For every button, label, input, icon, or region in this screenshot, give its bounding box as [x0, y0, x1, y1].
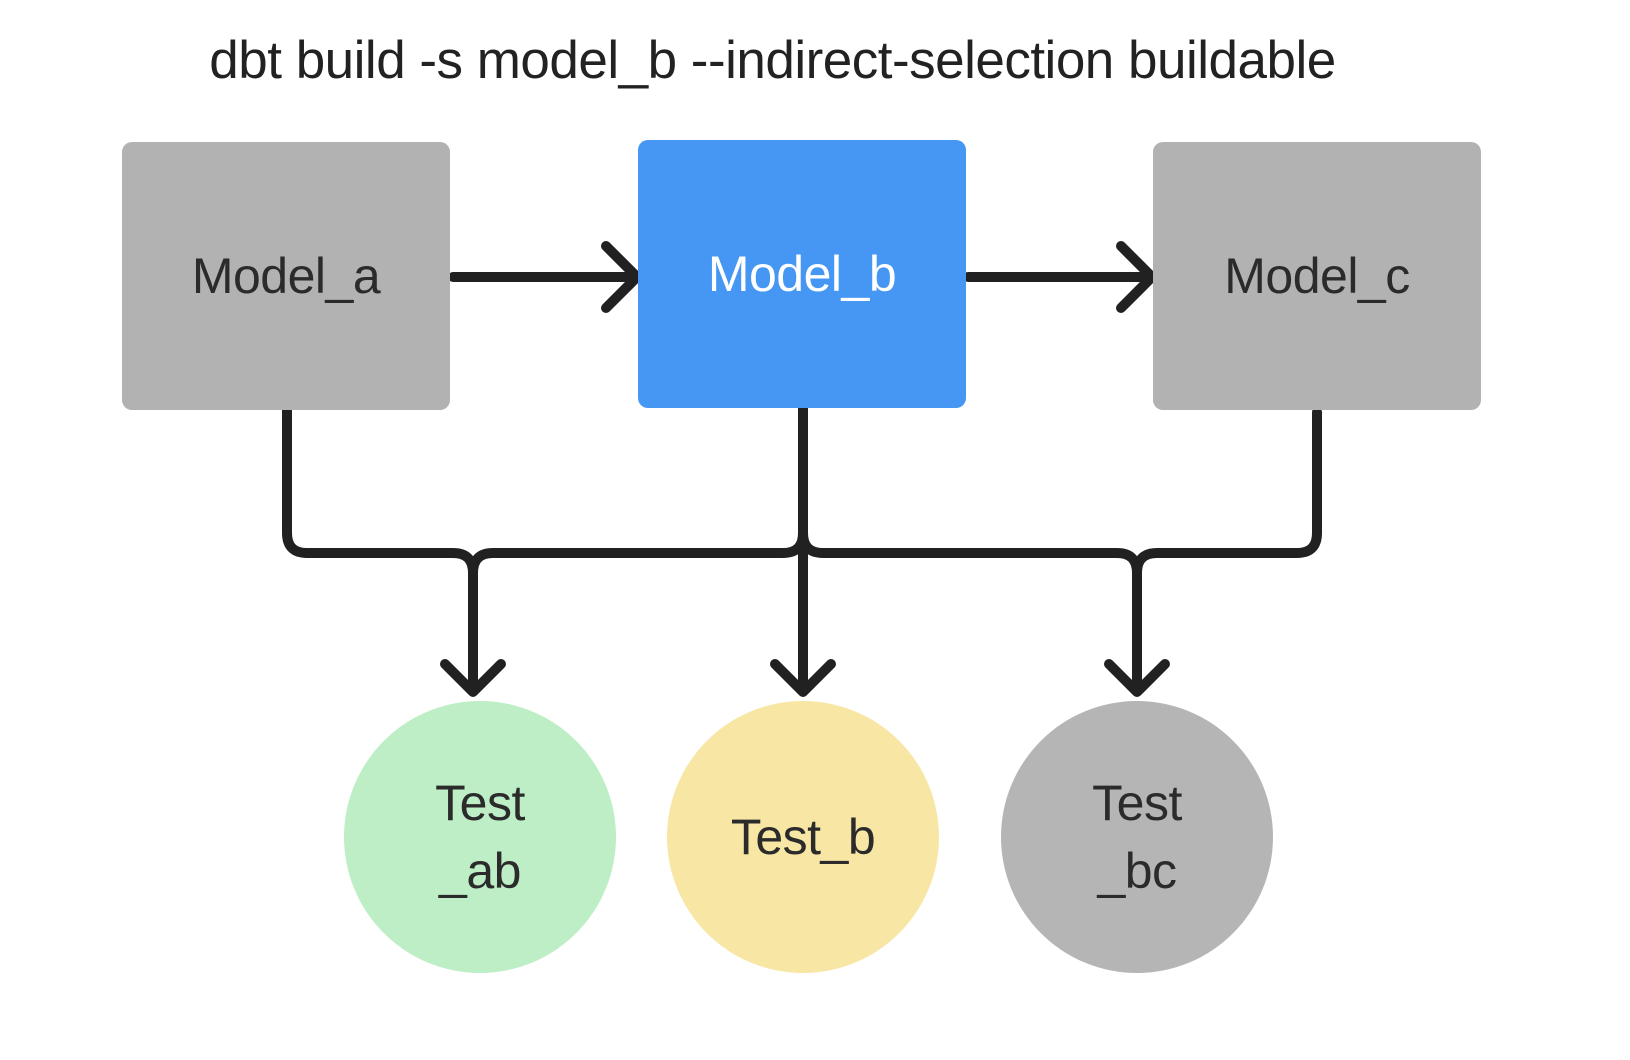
- node-model-b-selected: Model_b: [638, 140, 966, 408]
- arrowhead-test-ab: [440, 659, 506, 697]
- node-model-c-label: Model_c: [1224, 248, 1410, 304]
- edge-model-a-to-test-ab: [282, 405, 478, 685]
- node-test-bc: Test _bc: [1001, 701, 1273, 973]
- edge-model-b-to-test-bc: [798, 403, 1142, 685]
- edge-model-b-to-test-ab: [468, 403, 808, 685]
- node-test-bc-label-line1: Test: [1092, 775, 1182, 831]
- arrowhead-test-bc: [1104, 659, 1170, 697]
- arrowhead-model-c: [1116, 241, 1157, 313]
- arrowhead-test-b: [770, 659, 836, 697]
- node-test-ab: Test _ab: [344, 701, 616, 973]
- node-model-b-label: Model_b: [707, 246, 897, 302]
- node-test-b-label: Test_b: [730, 809, 876, 865]
- node-model-a-label: Model_a: [191, 248, 381, 304]
- node-test-ab-label-line1: Test: [435, 775, 525, 831]
- node-test-bc-label-line2: _bc: [1097, 843, 1177, 899]
- node-test-b: Test_b: [667, 701, 939, 973]
- diagram-title: dbt build -s model_b --indirect-selectio…: [209, 31, 1336, 90]
- arrowhead-model-b: [601, 241, 642, 313]
- node-model-c: Model_c: [1153, 142, 1481, 410]
- node-model-a: Model_a: [122, 142, 450, 410]
- node-test-ab-label-line2: _ab: [439, 843, 521, 899]
- edge-model-c-to-test-bc: [1132, 407, 1322, 685]
